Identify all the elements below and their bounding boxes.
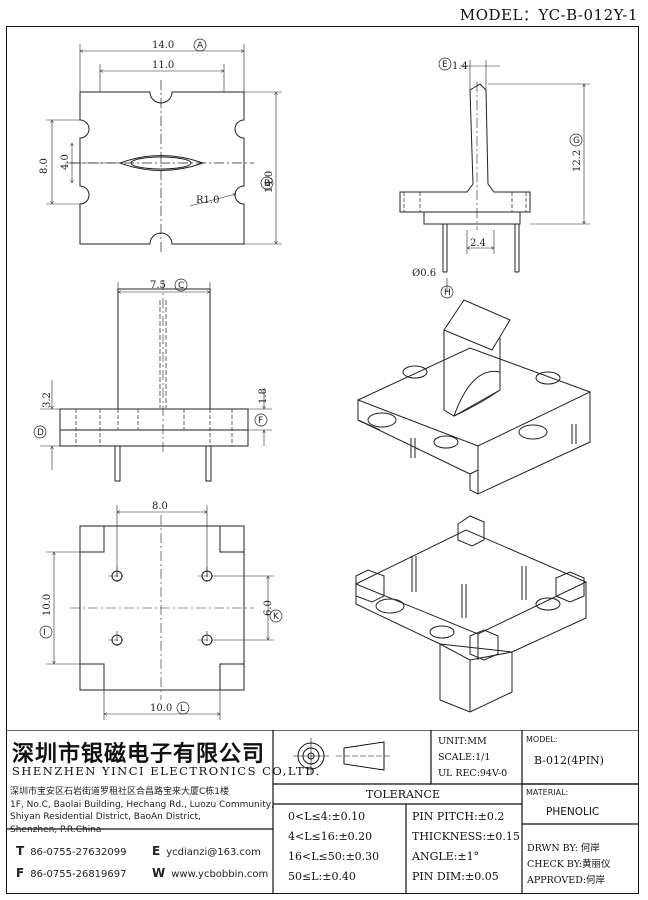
marker-D: D (37, 428, 44, 438)
top-view (46, 44, 282, 252)
dim-A-value: 14.0 (152, 40, 174, 51)
side-view-top-right (399, 60, 590, 292)
email-key: E (152, 844, 161, 858)
web-value: www.ycbobbin.com (171, 869, 269, 880)
address-line: 深圳市宝安区石岩街道罗租社区合昌路宝来大厦C栋1楼 (10, 787, 230, 797)
checked-by: CHECK BY:黄丽仪 (527, 859, 611, 870)
iso-view-top (356, 299, 592, 495)
marker-E: E (442, 60, 448, 70)
marker-H: H (444, 288, 451, 298)
unit: UNIT:MM (438, 736, 487, 747)
marker-I: I (43, 628, 46, 638)
address-line: Shiyan Residential District, BaoAn Distr… (10, 812, 201, 822)
model-label: MODEL: (526, 735, 558, 744)
dim-B-value: 14.0 (264, 171, 275, 193)
material-value: PHENOLIC (546, 806, 600, 818)
tol-row: ANGLE:±1° (412, 850, 480, 863)
title-block: 深圳市银磁电子有限公司 SHENZHEN YINCI ELECTRONICS C… (6, 730, 639, 894)
approved-by: APPROVED:何岸 (527, 875, 606, 886)
tol-row: PIN PITCH:±0.2 (412, 810, 505, 823)
dim-radius: R1.0 (196, 195, 219, 206)
marker-C: C (178, 281, 184, 291)
front-view (40, 280, 272, 482)
dim-4-value: 4.0 (60, 154, 71, 170)
dim-K-value: 6.0 (263, 600, 274, 616)
marker-K: K (273, 612, 280, 622)
dim-L-value: 10.0 (150, 703, 172, 714)
company-name-en: SHENZHEN YINCI ELECTRONICS CO,LTD. (12, 764, 321, 778)
email-value: ycdianzi@163.com (166, 847, 261, 858)
tel-value: 86-0755-27632099 (30, 847, 127, 858)
company-address: 深圳市宝安区石岩街道罗租社区合昌路宝来大厦C栋1楼 1F, No.C, Baol… (10, 786, 274, 836)
fax-key: F (16, 866, 25, 880)
tel: T 86-0755-27632099 (16, 844, 126, 858)
marker-L: L (180, 704, 185, 714)
tol-row: 50≤L:±0.40 (288, 870, 356, 883)
iso-view-bottom (354, 515, 588, 713)
marker-F: F (258, 416, 263, 426)
ul-rec: UL REC:94V-0 (438, 768, 508, 779)
dim-F-value: 1.8 (258, 388, 269, 404)
fax-value: 86-0755-26819697 (30, 869, 127, 880)
model-number: MODEL：YC-B-012Y-1 (459, 6, 638, 24)
dim-2.4-value: 2.4 (470, 238, 486, 249)
tol-row: 16<L≤50:±0.30 (288, 850, 380, 863)
tol-row: THICKNESS:±0.15 (412, 830, 520, 843)
dim-8.0-value: 8.0 (152, 501, 168, 512)
company-name-cn: 深圳市银磁电子有限公司 (12, 742, 266, 767)
marker-A: A (197, 41, 204, 51)
marker-G: G (573, 136, 580, 146)
dim-C-value: 7.5 (150, 280, 166, 291)
address-line: Shenzhen, P.R.China (10, 824, 102, 835)
dim-pin-diameter: Ø0.6 (412, 268, 436, 279)
address-line: 1F, No.C, Baolai Building, Hechang Rd., … (10, 799, 274, 810)
dim-11-value: 11.0 (152, 60, 174, 71)
scale: SCALE:1/1 (438, 752, 491, 763)
dim-3.2-value: 3.2 (42, 392, 53, 408)
dim-G-value: 12.2 (572, 150, 583, 172)
technical-drawing: 14.0 A 11.0 8.0 4.0 14.0 B R1.0 E 1.4 12… (33, 38, 592, 720)
material-label: MATERIAL: (526, 788, 569, 797)
web-key: W (152, 866, 166, 880)
drawing-frame (6, 26, 639, 894)
bottom-view (46, 505, 274, 720)
fax: F 86-0755-26819697 (16, 866, 127, 880)
tol-row: 4<L≤16:±0.20 (288, 830, 373, 843)
drawn-by: DRWN BY: 何岸 (527, 843, 600, 854)
dim-8-value: 8.0 (39, 158, 50, 174)
dim-I-value: 10.0 (42, 594, 53, 616)
title-block-grid (6, 730, 639, 894)
tolerance-title: TOLERANCE (366, 788, 440, 801)
model-value: B-012(4PIN) (534, 754, 604, 767)
dim-E-value: 1.4 (452, 61, 468, 72)
marker-B: B (264, 179, 270, 189)
tol-row: 0<L≤4:±0.10 (288, 810, 366, 823)
tel-key: T (16, 844, 25, 858)
tol-row: PIN DIM:±0.05 (412, 870, 499, 883)
